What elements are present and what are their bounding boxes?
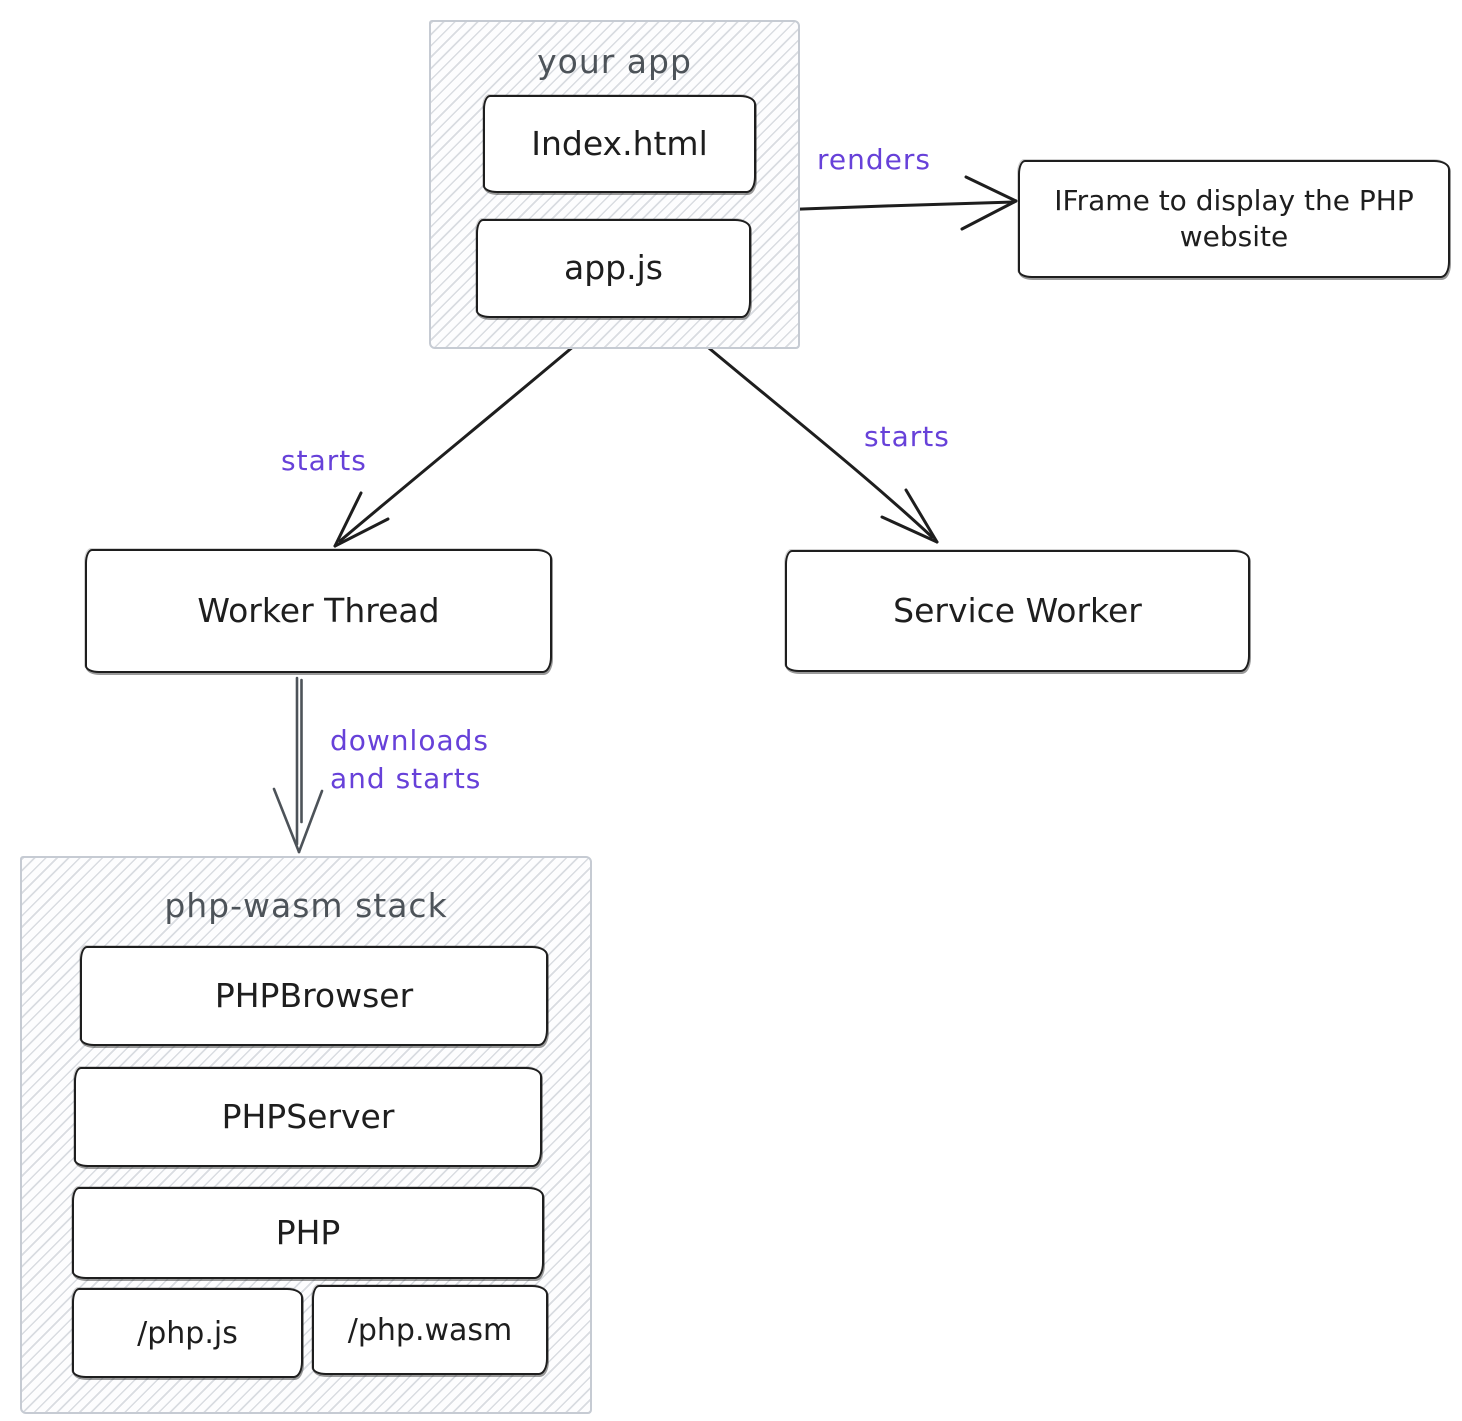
edge-label-renders: renders: [817, 143, 931, 176]
starts-service-arrowhead-1: [904, 488, 939, 544]
node-php-server-label: PHPServer: [221, 1096, 395, 1136]
node-app-js: app.js: [476, 219, 751, 318]
node-php-browser-label: PHPBrowser: [214, 975, 414, 1015]
group-php-wasm-stack-label: php-wasm stack: [164, 886, 448, 925]
node-iframe-label: IFrame to display the PHP website: [1054, 183, 1414, 253]
starts-worker-arrowhead-1: [333, 491, 363, 548]
node-service-worker-label: Service Worker: [893, 590, 1142, 630]
node-php-js-label: /php.js: [137, 1315, 238, 1351]
node-php-js: /php.js: [72, 1288, 303, 1378]
node-php-label: PHP: [275, 1212, 341, 1252]
node-php-browser: PHPBrowser: [80, 946, 548, 1046]
starts-service-arrowhead-2: [880, 515, 939, 544]
node-index-html: Index.html: [483, 95, 756, 193]
group-your-app-label: your app: [537, 42, 692, 81]
node-index-html-label: Index.html: [531, 123, 708, 163]
node-php-server: PHPServer: [74, 1067, 542, 1167]
edge-label-starts-worker: starts: [281, 444, 367, 477]
edge-label-starts-service: starts: [864, 420, 950, 453]
node-worker-thread-label: Worker Thread: [197, 590, 440, 630]
node-iframe: IFrame to display the PHP website: [1018, 160, 1450, 278]
downloads-arrowhead-2: [297, 789, 324, 854]
edge-label-downloads-and-starts: downloads and starts: [330, 724, 489, 795]
renders-arrowhead-2: [960, 199, 1018, 231]
renders-arrowhead-1: [964, 175, 1018, 203]
renders-arrow: [773, 200, 1016, 212]
node-php-wasm-file: /php.wasm: [312, 1285, 548, 1375]
starts-worker-arrow: [338, 322, 602, 543]
node-php-wasm-file-label: /php.wasm: [347, 1312, 513, 1348]
downloads-arrowhead-1: [272, 787, 301, 854]
node-app-js-label: app.js: [564, 248, 663, 288]
node-worker-thread: Worker Thread: [85, 549, 552, 673]
node-service-worker: Service Worker: [785, 550, 1250, 672]
starts-worker-arrowhead-2: [333, 517, 390, 548]
node-php: PHP: [72, 1187, 544, 1279]
